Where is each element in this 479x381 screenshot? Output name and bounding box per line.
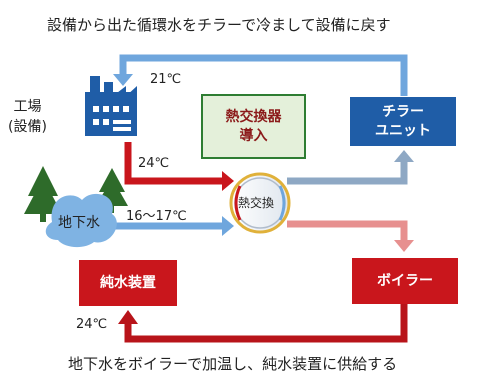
groundwater-pipe — [104, 216, 234, 236]
tree-icon — [24, 166, 62, 222]
groundwater-label: 地下水 — [58, 215, 100, 231]
cool-return-pipe — [113, 54, 408, 96]
water-icon — [45, 193, 117, 248]
heat-exchanger-intro-box: 熱交換器 導入 — [201, 94, 306, 159]
warmed-to-boiler-pipe — [287, 220, 414, 252]
heat-exchanger-icon — [229, 172, 291, 234]
temp-return: 21℃ — [150, 72, 182, 87]
heat-exchanger-label: 熱交換 — [238, 196, 275, 210]
boiler-to-pure-water-pipe — [118, 300, 408, 343]
chiller-unit-box: チラー ユニット — [350, 97, 456, 146]
factory-label: 工場 (設備) — [8, 99, 47, 135]
cooled-to-chiller-pipe — [287, 150, 414, 185]
factory-icon — [85, 76, 137, 136]
temp-pure-water: 24℃ — [76, 317, 108, 332]
hot-outflow-pipe — [124, 142, 234, 191]
temp-groundwater: 16〜17℃ — [126, 209, 187, 224]
temp-hot-out: 24℃ — [138, 156, 170, 171]
pure-water-unit-box: 純水装置 — [79, 260, 177, 306]
boiler-box: ボイラー — [352, 258, 458, 304]
caption-bottom: 地下水をボイラーで加温し、純水装置に供給する — [68, 355, 398, 373]
caption-top: 設備から出た循環水をチラーで冷まして設備に戻す — [47, 16, 391, 34]
